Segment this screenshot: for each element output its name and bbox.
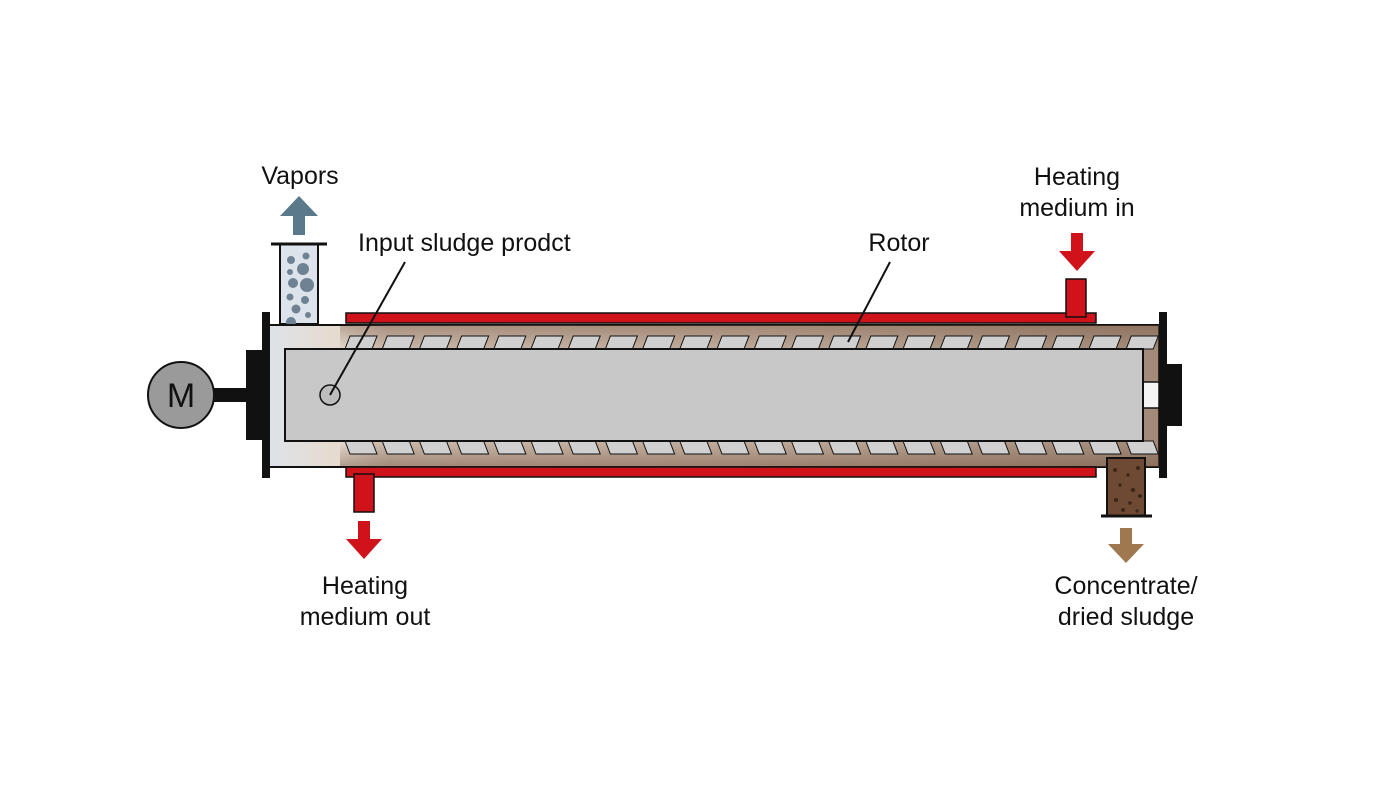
heating-jacket: [345, 278, 1097, 513]
rotor-blade: [344, 335, 378, 350]
rotor-blade: [1013, 440, 1048, 455]
rotor-blade: [1125, 440, 1159, 455]
rotor-body: [284, 348, 1144, 442]
rotor-blade: [902, 335, 936, 350]
concentrate-label-line2: dried sludge: [1058, 603, 1194, 631]
rotor-blade: [716, 335, 750, 350]
rotor-blade: [827, 335, 862, 350]
rotor-blade: [418, 335, 453, 350]
rotor-blade: [939, 440, 973, 455]
rotor-blade: [939, 335, 973, 350]
motor: M: [147, 361, 215, 429]
rotor-blade: [865, 440, 899, 455]
rotor-blade: [790, 440, 825, 455]
heating-outlet-nozzle: [353, 473, 375, 513]
rotor-blade: [716, 440, 750, 455]
rotor-blade: [1051, 440, 1085, 455]
rotor-blade: [641, 335, 676, 350]
concentrate-outlet-pipe: [1101, 457, 1152, 518]
heating-in-arrow-icon: [1059, 233, 1095, 271]
rotor-blade: [1088, 440, 1122, 455]
input-sludge-label: Input sludge prodct: [358, 229, 571, 257]
rotor-blade: [1088, 335, 1122, 350]
rotor-blade: [1051, 335, 1085, 350]
rotor-blade: [604, 440, 639, 455]
heating-out-label-line2: medium out: [300, 603, 431, 631]
heating-in-label-line1: Heating: [1034, 163, 1120, 191]
rotor-blade: [530, 440, 564, 455]
rotor-blade: [679, 335, 713, 350]
concentrate-arrow-icon: [1108, 528, 1144, 563]
heating-in-label-line2: medium in: [1019, 194, 1134, 222]
heating-inlet-nozzle: [1065, 278, 1087, 318]
concentrate-label-line1: Concentrate/: [1054, 572, 1197, 600]
rotor-blade: [381, 335, 415, 350]
rotor-blade: [865, 335, 899, 350]
rotor-blade: [604, 335, 639, 350]
rotor-blade: [1013, 335, 1048, 350]
rotor-blade: [790, 335, 825, 350]
rotor-blade: [679, 440, 713, 455]
vapor-outlet-pipe: [271, 242, 327, 334]
heating-out-arrow-icon: [346, 521, 382, 559]
rotor-blade: [530, 335, 564, 350]
rotor-blade: [381, 440, 415, 455]
rotor-blade: [344, 440, 378, 455]
rotor-blade: [753, 335, 787, 350]
rotor-blade: [455, 440, 490, 455]
motor-shaft: [210, 388, 250, 402]
rotor-blade: [493, 440, 527, 455]
rotor-blade: [567, 335, 601, 350]
rotor-blade: [418, 440, 453, 455]
rotor-blade: [455, 335, 490, 350]
input-sludge-leader: [329, 261, 406, 396]
vapors-arrow-icon: [280, 196, 318, 235]
vessel-flanges: [246, 312, 1182, 478]
rotor-blade: [1125, 335, 1159, 350]
rotor-blade: [976, 335, 1011, 350]
rotor-bearing: [1141, 381, 1160, 409]
rotor-blade: [902, 440, 936, 455]
rotor-blade: [753, 440, 787, 455]
rotor-blade: [641, 440, 676, 455]
rotor-leader: [847, 261, 891, 343]
rotor-blade: [493, 335, 527, 350]
heating-out-label-line1: Heating: [322, 572, 408, 600]
rotor-label: Rotor: [868, 229, 929, 257]
motor-label: M: [167, 377, 195, 415]
vapors-label: Vapors: [261, 162, 338, 190]
rotor-blade: [827, 440, 862, 455]
rotor-blade: [976, 440, 1011, 455]
rotor-blade: [567, 440, 601, 455]
